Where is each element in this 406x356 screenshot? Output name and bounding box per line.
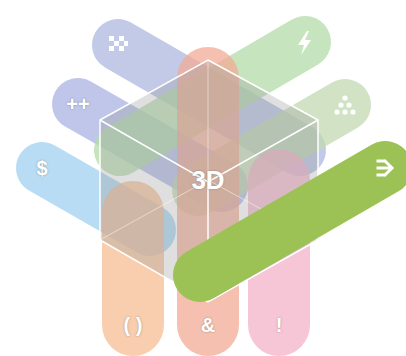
band-symbol: ++ [66,93,89,115]
band-cap: ++ [62,90,94,118]
dots-icon [334,95,355,114]
arrow-icon [378,161,392,175]
dark-green-band [200,168,385,275]
pixel-icon [109,36,128,51]
lightning-icon [298,31,311,55]
band-cap: & [197,311,220,339]
band-symbol: & [201,314,215,336]
band-cap: $ [32,154,52,182]
cube-label: 3D [191,166,224,195]
band-symbol: ( ) [124,314,143,336]
band-symbol: $ [36,157,47,179]
band-cap: ( ) [120,311,147,339]
cube-node: 3D [187,163,229,198]
band-symbol: ! [276,314,283,336]
band-cap: ! [272,311,287,339]
